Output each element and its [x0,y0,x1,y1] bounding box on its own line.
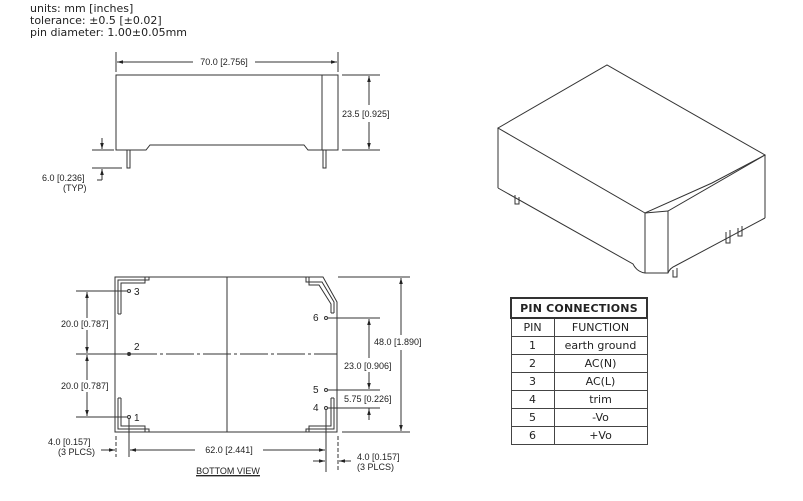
overall-height-dim-label: 48.0 [1.890] [374,337,422,347]
pin-table-header-function: FUNCTION [553,317,648,337]
pin-table-title: PIN CONNECTIONS [510,297,648,319]
pin-2 [127,352,131,356]
table-row: 6 +Vo [510,426,648,445]
side-view [92,52,380,181]
side-view-pin-right [322,149,327,169]
tolerance-note: tolerance: ±0.5 [±0.02] [30,14,162,27]
pin-number: 6 [510,426,555,445]
pin-label-3: 3 [134,287,140,298]
table-row: 4 trim [510,390,648,409]
pin-number: 4 [510,390,555,409]
pin-number: 2 [510,354,555,373]
pin-number: 1 [510,336,555,355]
table-row: 3 AC(L) [510,372,648,391]
edge-offset-right-note: (3 PLCS) [357,462,394,472]
length-dim-label: 62.0 [2.441] [205,445,253,455]
pin-length-note: (TYP) [63,183,87,193]
pin-function: trim [553,390,648,409]
units-note: units: mm [inches] [30,2,134,15]
iso-top-face [497,64,767,214]
pin-number: 3 [510,372,555,391]
pin-function: AC(N) [553,354,648,373]
pin-label-5: 5 [313,385,319,396]
side-height-dim-label: 23.5 [0.925] [342,109,390,119]
bottom-outline [114,276,338,433]
table-row: 5 -Vo [510,408,648,427]
isometric-view [497,64,767,278]
bottom-view-title: BOTTOM VIEW [196,466,260,476]
side-width-dim-label: 70.0 [2.756] [200,57,248,67]
pin-length-dim-label: 6.0 [0.236] [42,173,85,183]
pin45-dim-label: 5.75 [0.226] [344,394,392,404]
pin-function: earth ground [553,336,648,355]
edge-offset-left-label: 4.0 [0.157] [48,437,91,447]
spec-notes: units: mm [inches] tolerance: ±0.5 [±0.0… [30,3,187,39]
pin-label-2: 2 [134,342,140,353]
pin-table-header-pin: PIN [510,317,555,337]
pin-diameter-note: pin diameter: 1.00±0.05mm [30,26,188,39]
pin-5 [324,388,328,392]
pin-connections-table: PIN CONNECTIONS PIN FUNCTION 1 earth gro… [510,297,648,445]
side-view-pin-left [126,149,131,169]
pin-label-1: 1 [134,413,140,424]
bottom-view [76,276,410,472]
pin-label-4: 4 [313,403,319,414]
pin-function: +Vo [553,426,648,445]
pin-spacing-lower-label: 20.0 [0.787] [61,381,109,391]
side-view-body [115,74,339,151]
pin-number: 5 [510,408,555,427]
edge-offset-left-note: (3 PLCS) [58,447,95,457]
table-row: 1 earth ground [510,336,648,355]
edge-offset-right-label: 4.0 [0.157] [357,452,400,462]
pin-spacing-upper-label: 20.0 [0.787] [61,319,109,329]
pin-label-6: 6 [313,313,319,324]
table-row: 2 AC(N) [510,354,648,373]
pin-function: AC(L) [553,372,648,391]
pin6-dim-label: 23.0 [0.906] [344,361,392,371]
pin-3 [127,289,131,293]
pin-function: -Vo [553,408,648,427]
pin-6 [324,316,328,320]
